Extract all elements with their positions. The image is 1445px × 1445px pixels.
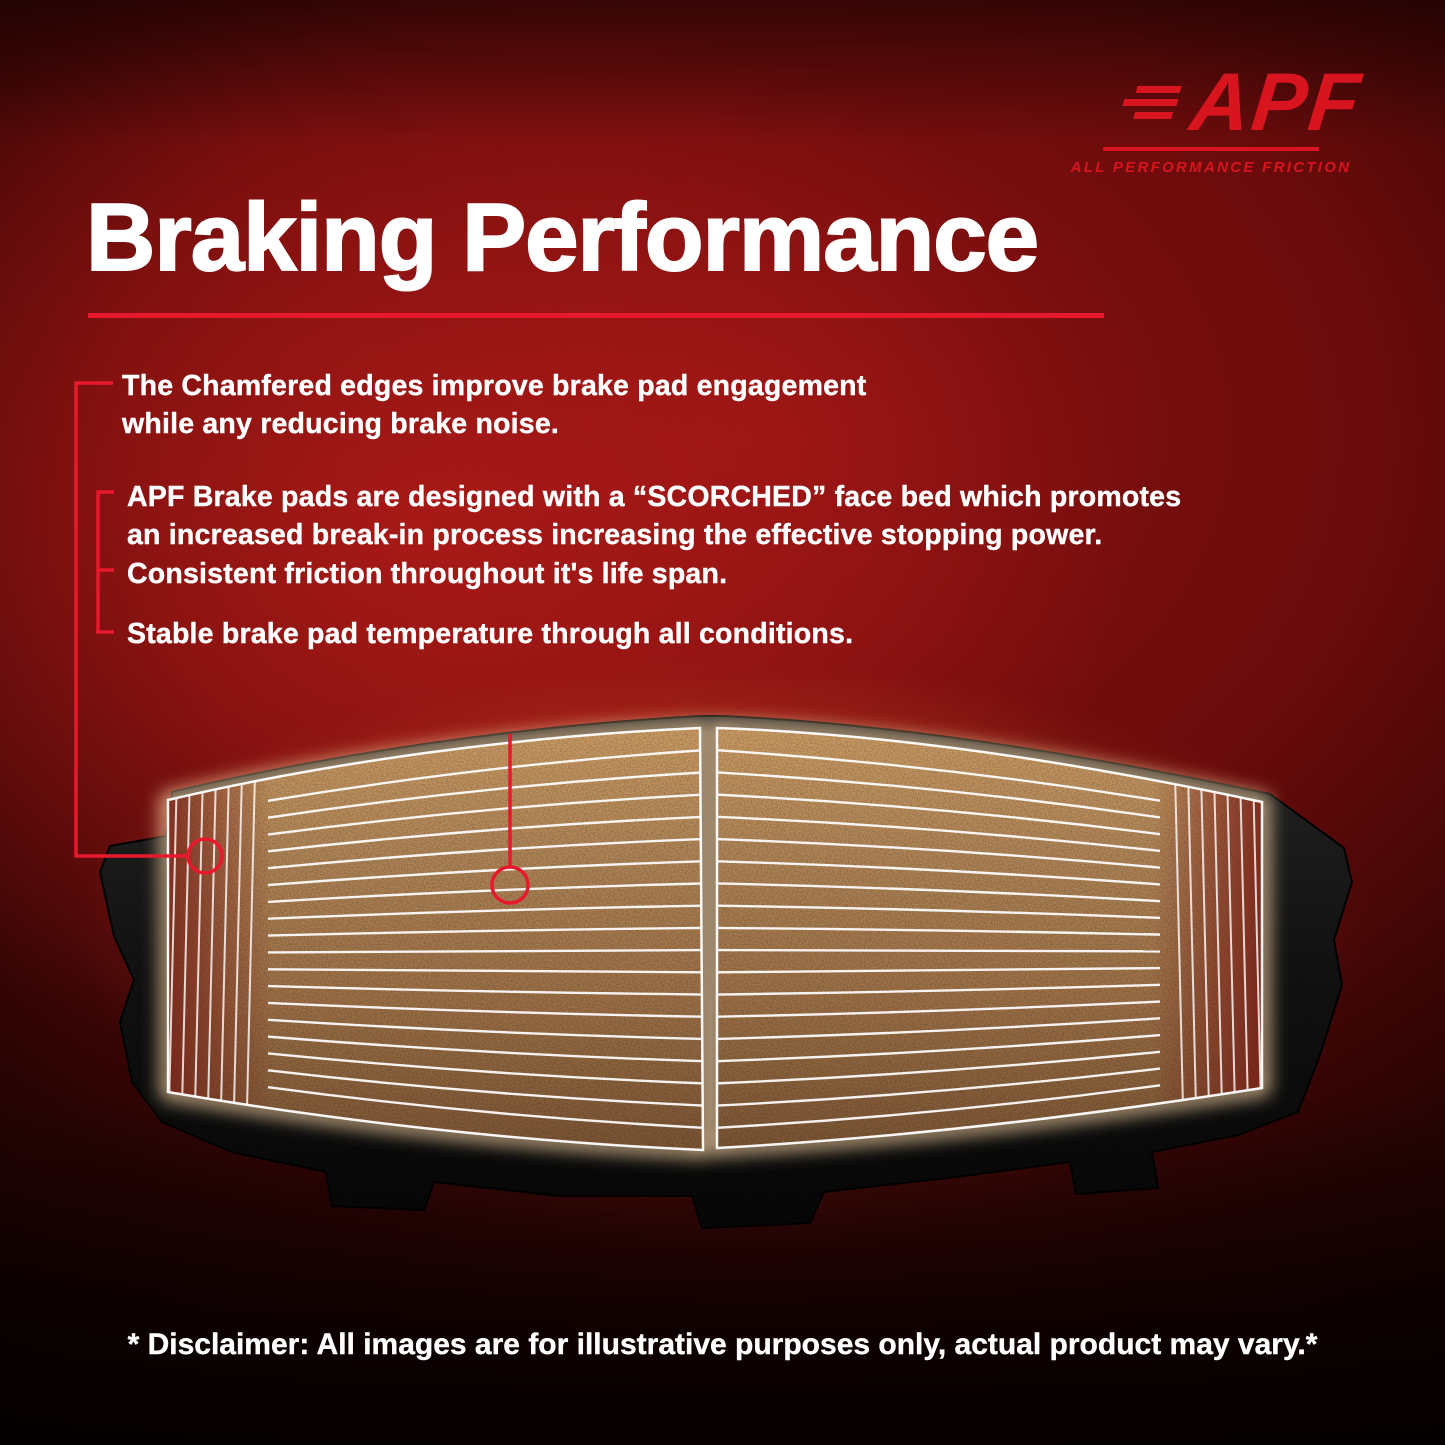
- face-lines-left: [267, 749, 703, 1129]
- page-title: Braking Performance: [85, 184, 1040, 291]
- speed-lines-icon: [1122, 85, 1182, 119]
- title-underline: [88, 313, 1104, 318]
- brand-underline: [1103, 146, 1319, 151]
- brand-logo-row: APF: [1061, 57, 1366, 148]
- chamfer-lines-left: [168, 729, 257, 1150]
- brand-logo: APF ALL PERFORMANCE FRICTION: [1061, 57, 1366, 176]
- pad-outline-right: [715, 726, 1264, 1150]
- callout-bracket-features: [96, 490, 114, 634]
- brake-pad-illustration: [72, 680, 1372, 1230]
- pad-outline-left: [166, 726, 705, 1152]
- chamfer-lines-right: [1173, 729, 1262, 1148]
- left-brake-pad: [168, 728, 703, 1150]
- disclaimer: * Disclaimer: All images are for illustr…: [127, 1328, 1318, 1361]
- feature-bullet-temperature: Stable brake pad temperature through all…: [127, 618, 854, 650]
- face-lines-right: [717, 749, 1161, 1129]
- feature-bullet-chamfer: The Chamfered edges improve brake pad en…: [122, 370, 867, 440]
- brand-name: APF: [1186, 57, 1366, 148]
- brand-tagline: ALL PERFORMANCE FRICTION: [1070, 158, 1352, 176]
- right-brake-pad: [717, 728, 1262, 1148]
- feature-bullet-scorched: APF Brake pads are designed with a “SCOR…: [127, 481, 1182, 551]
- feature-bullet-friction: Consistent friction throughout it's life…: [127, 558, 728, 590]
